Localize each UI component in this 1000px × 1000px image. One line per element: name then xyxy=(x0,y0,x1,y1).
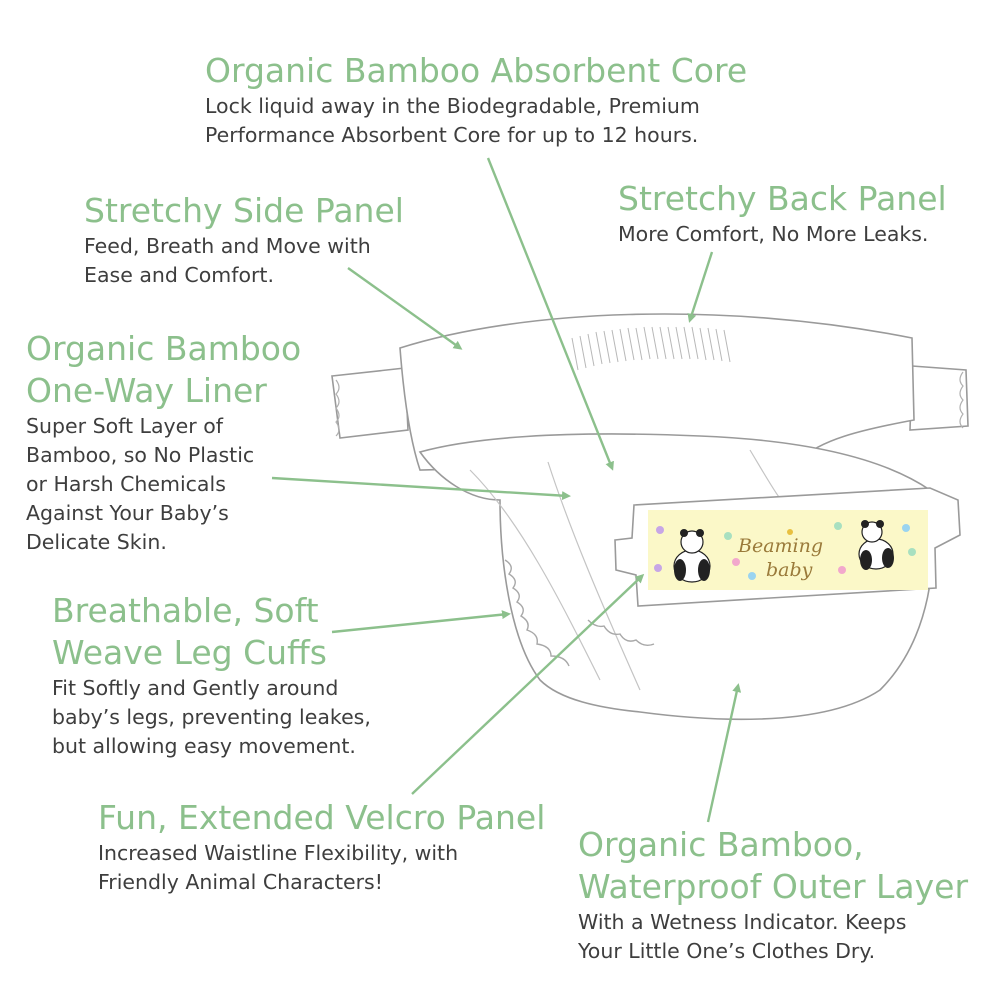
callout-desc-line: Ease and Comfort. xyxy=(84,263,274,287)
callout-title: One-Way Liner xyxy=(26,371,267,410)
callout-arrows xyxy=(271,157,742,823)
callout-title: Stretchy Back Panel xyxy=(618,179,947,218)
callout-title: Breathable, Soft xyxy=(52,591,319,630)
callout-desc-line: baby’s legs, preventing leakes, xyxy=(52,705,371,729)
callout-desc-line: but allowing easy movement. xyxy=(52,734,356,758)
callout-desc-line: Lock liquid away in the Biodegradable, P… xyxy=(205,94,700,118)
panda-icon xyxy=(673,529,711,583)
callout-title: Fun, Extended Velcro Panel xyxy=(98,798,546,837)
callout-desc-line: Feed, Breath and Move with xyxy=(84,234,371,258)
callout-title: Organic Bamboo, xyxy=(578,825,864,864)
callout-desc-line: Super Soft Layer of xyxy=(26,414,223,438)
callout-desc-line: Your Little One’s Clothes Dry. xyxy=(578,939,876,963)
callout-desc-line: Increased Waistline Flexibility, with xyxy=(98,841,459,865)
callout-desc-line: With a Wetness Indicator. Keeps xyxy=(578,910,907,934)
callout-title: Organic Bamboo xyxy=(26,329,302,368)
arrow-outer-layer xyxy=(706,683,742,823)
right-side-tab xyxy=(909,365,969,431)
callout-liner: Organic Bamboo One-Way Liner Super Soft … xyxy=(26,328,301,557)
callout-absorbent-core: Organic Bamboo Absorbent Core Lock liqui… xyxy=(205,50,747,150)
panda-icon xyxy=(858,520,894,570)
callout-back-panel: Stretchy Back Panel More Comfort, No Mor… xyxy=(618,178,947,249)
arrow-side-panel xyxy=(347,267,463,350)
callout-desc-line: More Comfort, No More Leaks. xyxy=(618,222,929,246)
callout-title: Stretchy Side Panel xyxy=(84,191,404,230)
left-side-tab xyxy=(331,367,409,439)
leg-cuff xyxy=(504,559,570,667)
callout-title: Organic Bamboo Absorbent Core xyxy=(205,51,748,90)
arrow-liner xyxy=(271,476,571,501)
callout-leg-cuffs: Breathable, Soft Weave Leg Cuffs Fit Sof… xyxy=(52,590,371,761)
callout-desc-line: Bamboo, so No Plastic xyxy=(26,443,255,467)
brand-line2: baby xyxy=(766,559,813,581)
arrow-velcro xyxy=(411,573,645,795)
arrow-leg-cuffs xyxy=(331,610,511,634)
brand-line1: Beaming xyxy=(737,535,823,557)
back-panel-pleats xyxy=(571,326,731,371)
callout-velcro: Fun, Extended Velcro Panel Increased Wai… xyxy=(98,797,545,897)
callout-desc-line: or Harsh Chemicals xyxy=(26,472,226,496)
sun-icon xyxy=(787,529,793,535)
arrow-back-panel xyxy=(687,251,714,323)
callout-side-panel: Stretchy Side Panel Feed, Breath and Mov… xyxy=(84,190,404,290)
callout-desc-line: Fit Softly and Gently around xyxy=(52,676,339,700)
callout-desc-line: Performance Absorbent Core for up to 12 … xyxy=(205,123,699,147)
velcro-panel: Beaming baby xyxy=(614,487,961,607)
back-waistband xyxy=(399,313,915,471)
callout-desc-line: Friendly Animal Characters! xyxy=(98,870,383,894)
arrow-absorbent-core xyxy=(486,157,614,471)
callout-desc-line: Against Your Baby’s xyxy=(26,501,229,525)
callout-desc-line: Delicate Skin. xyxy=(26,530,167,554)
callout-title: Weave Leg Cuffs xyxy=(52,633,327,672)
callout-title: Waterproof Outer Layer xyxy=(578,867,969,906)
callout-outer-layer: Organic Bamboo, Waterproof Outer Layer W… xyxy=(578,824,968,966)
